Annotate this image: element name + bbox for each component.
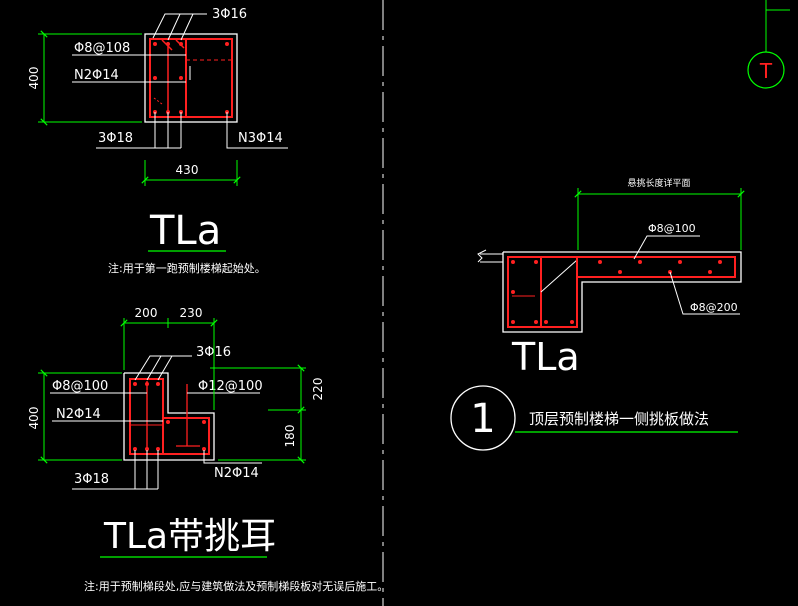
axis-bubble-letter: T [759, 59, 773, 83]
section-2-right-width-dim: 230 [180, 306, 203, 320]
section-2-beam: 3Φ16 Φ8@100 Φ12@100 N2Φ14 3Φ18 N2Φ14 200… [27, 306, 388, 593]
section-2-stirrup-label: Φ8@100 [52, 379, 108, 394]
section-2-side-bars-label: N2Φ14 [56, 407, 101, 422]
section-1-side-bars-label: N2Φ14 [74, 68, 119, 83]
section-3-cantilever-dim: 悬挑长度详平面 [627, 177, 690, 189]
section-1-note: 注:用于第一跑预制楼梯起始处。 [108, 261, 266, 275]
section-2-note: 注:用于预制梯段处,应与建筑做法及预制梯段板对无误后施工。 [84, 579, 388, 593]
section-1-ledge-stirrup [185, 38, 233, 118]
section-1-top-bars-label: 3Φ16 [212, 7, 247, 22]
section-1-stirrup-label: Φ8@108 [74, 41, 130, 56]
section-1-beam: 3Φ16 Φ8@108 N2Φ14 3Φ18 N3Φ14 400 430 TLa… [27, 7, 288, 275]
section-3-beam: 悬挑长度详平面 Φ8@100 Φ8@200 TLa [477, 177, 745, 379]
detail-title: 顶层预制楼梯一侧挑板做法 [529, 410, 709, 428]
section-1-title: TLa [149, 208, 221, 254]
section-3-title: TLa [511, 335, 580, 379]
section-2-title: TLa带挑耳 [103, 516, 276, 557]
section-2-height-dim: 400 [27, 407, 41, 430]
section-1-bottom-bars-label: 3Φ18 [98, 131, 133, 146]
section-2-outline [123, 372, 215, 461]
section-3-outline [502, 251, 742, 333]
section-2-bottom-bars-label: 3Φ18 [74, 472, 109, 487]
detail-title-block: 1 顶层预制楼梯一侧挑板做法 [450, 385, 738, 451]
section-2-upper-dim: 220 [311, 378, 325, 401]
section-1-width-dim: 430 [176, 163, 199, 177]
section-2-ear-bars-label: Φ12@100 [198, 379, 263, 394]
section-1-height-dim: 400 [27, 67, 41, 90]
axis-bubble: T [747, 0, 790, 89]
detail-number: 1 [470, 396, 495, 442]
section-3-top-rebar-label: Φ8@100 [648, 222, 696, 235]
section-2-left-width-dim: 200 [135, 306, 158, 320]
section-3-bottom-rebar-label: Φ8@200 [690, 301, 738, 314]
section-1-outline [144, 33, 238, 123]
section-1-ledge-bars-label: N3Φ14 [238, 131, 283, 146]
section-2-ear-side-bars-label: N2Φ14 [214, 466, 259, 481]
section-2-lower-dim: 180 [283, 425, 297, 448]
